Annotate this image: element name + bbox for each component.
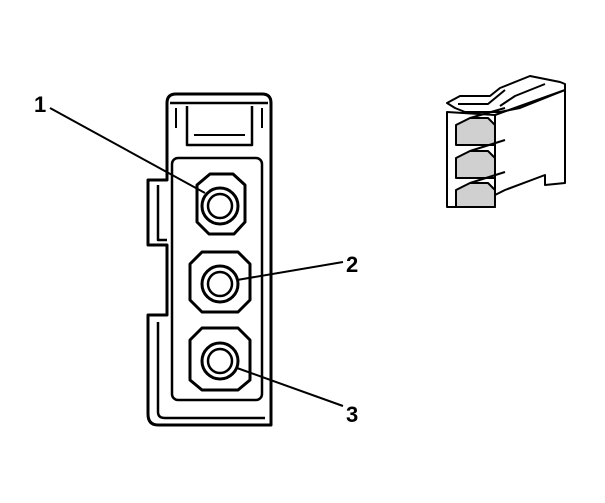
- connector-face-view: [146, 92, 273, 427]
- cavity-1: [195, 172, 247, 236]
- lock-tab: [170, 101, 268, 147]
- leader-line-2: [236, 261, 344, 281]
- connector-body-outline: [146, 92, 273, 427]
- callout-label-2: 2: [346, 252, 358, 277]
- terminal-face-panel: [170, 156, 264, 402]
- connector-isometric-view: [446, 75, 566, 208]
- cavity-3: [188, 326, 252, 392]
- callout-label-3: 3: [346, 402, 358, 427]
- leader-lines: [49, 107, 344, 407]
- side-ribs: [156, 185, 265, 420]
- callout-label-1: 1: [34, 92, 46, 117]
- leader-line-3: [236, 367, 344, 407]
- leader-line-1: [49, 107, 206, 194]
- cavity-2: [188, 250, 252, 314]
